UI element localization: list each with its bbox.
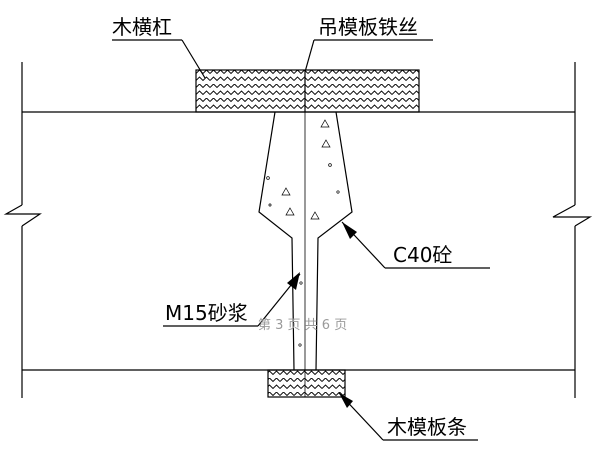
slab-left	[3, 62, 42, 398]
leader-wood-strip	[338, 392, 478, 441]
label-wood-crossbar: 木横杠	[112, 15, 172, 39]
label-hanging-wire: 吊模板铁丝	[318, 15, 418, 39]
leader-mortar	[163, 272, 301, 327]
leader-wood-crossbar	[112, 39, 206, 79]
arrow-concrete	[342, 222, 357, 239]
label-concrete: C40砼	[393, 243, 452, 267]
label-mortar: M15砂浆	[165, 301, 248, 325]
arrow-wood-strip	[339, 393, 353, 408]
wood-strip-block	[267, 369, 346, 398]
leader-concrete	[341, 221, 490, 269]
page-watermark: 第 3 页 共 6 页	[258, 318, 347, 333]
arrow-mortar	[287, 272, 300, 290]
label-wood-strip: 木模板条	[387, 415, 467, 439]
wood-crossbar-block	[195, 69, 420, 113]
concrete-joint-outline	[258, 111, 353, 371]
leader-hanging-wire	[304, 39, 433, 73]
aggregate-marks	[266, 119, 340, 347]
slab-right	[552, 62, 593, 398]
